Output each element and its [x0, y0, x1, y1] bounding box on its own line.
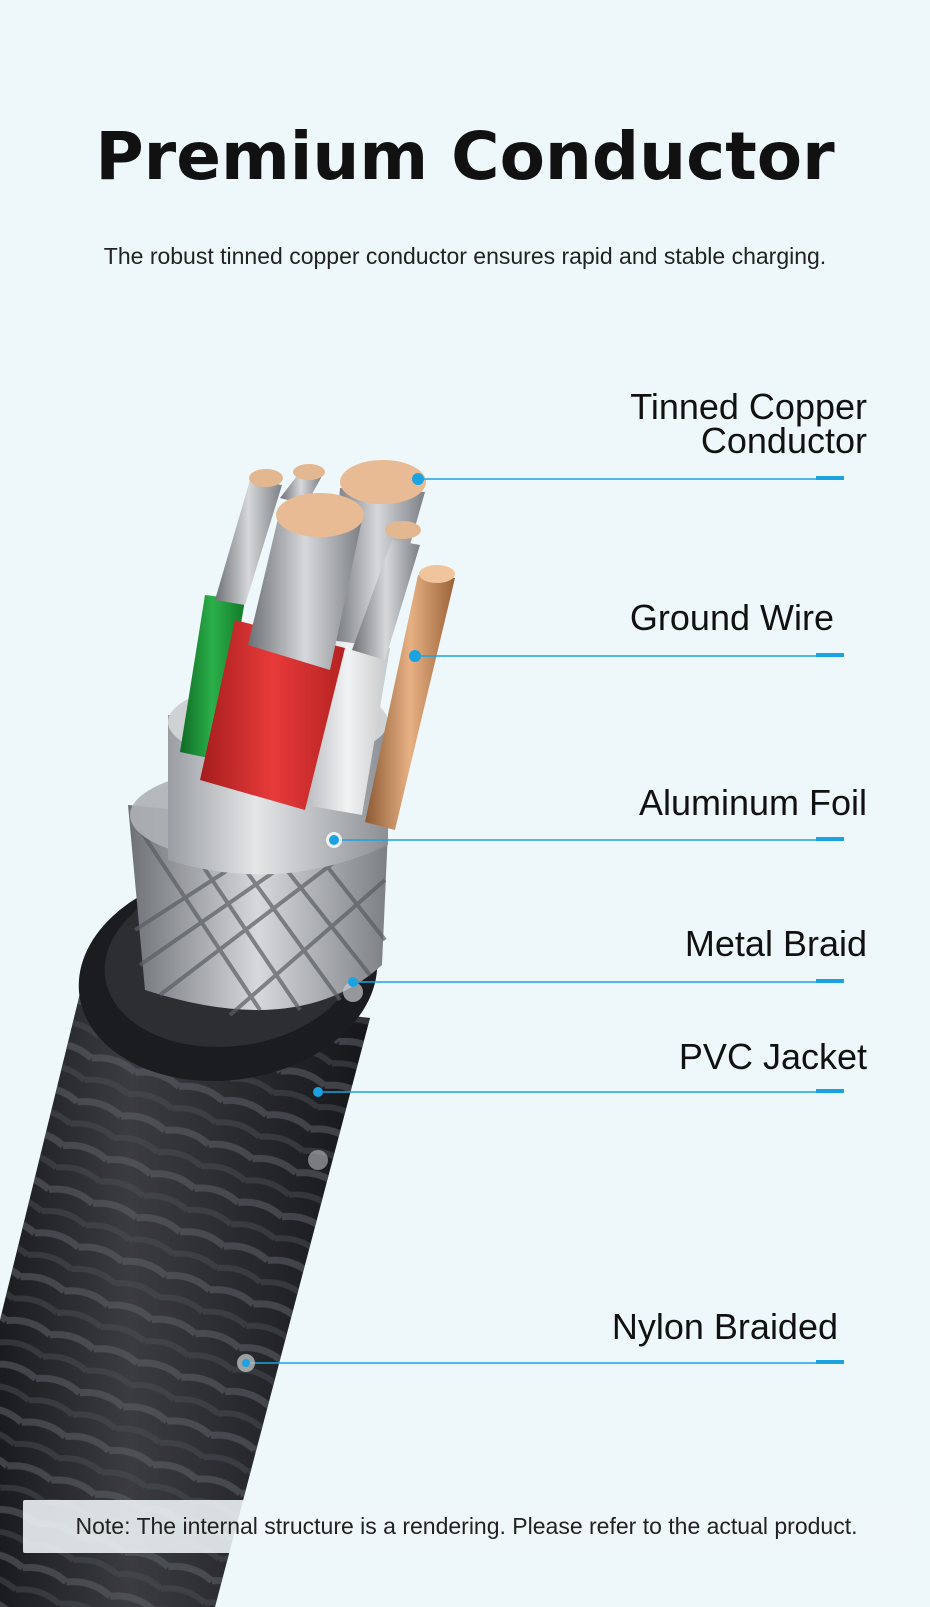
- callout-label-ground-wire: Ground Wire: [629, 597, 834, 638]
- disclaimer-note: Note: The internal structure is a render…: [23, 1500, 910, 1553]
- callout-label-metal-braid: Metal Braid: [684, 923, 867, 964]
- callout-aluminum-foil-leader: [326, 832, 844, 848]
- callout-label-line2: Conductor: [700, 420, 867, 461]
- nylon-jacket-shape: [0, 985, 370, 1607]
- page-subtitle: The robust tinned copper conductor ensur…: [103, 243, 827, 269]
- callout-label-line1: Tinned Copper: [630, 386, 867, 427]
- callout-pvc-jacket-leader: [308, 1087, 844, 1170]
- ground-wire-shape: [365, 565, 455, 830]
- callout-label-pvc-jacket: PVC Jacket: [678, 1036, 867, 1077]
- callout-ground-wire-leader: [409, 650, 844, 662]
- callout-metal-braid-leader: [343, 977, 844, 1002]
- page-title: Premium Conductor: [95, 118, 835, 195]
- callout-tinned-copper-leader: [412, 473, 844, 485]
- callout-label-nylon-braided: Nylon Braided: [611, 1306, 838, 1347]
- callout-label-aluminum-foil: Aluminum Foil: [638, 782, 867, 823]
- red-wire-shape: [200, 493, 364, 810]
- callout-leaders: [237, 473, 844, 1372]
- white-wire-top-shape: [280, 464, 325, 505]
- callout-nylon-braided-leader: [237, 1354, 844, 1372]
- green-wire-shape: [180, 469, 283, 760]
- callout-label-tinned-copper-conductor: Tinned Copper Conductor: [630, 386, 867, 461]
